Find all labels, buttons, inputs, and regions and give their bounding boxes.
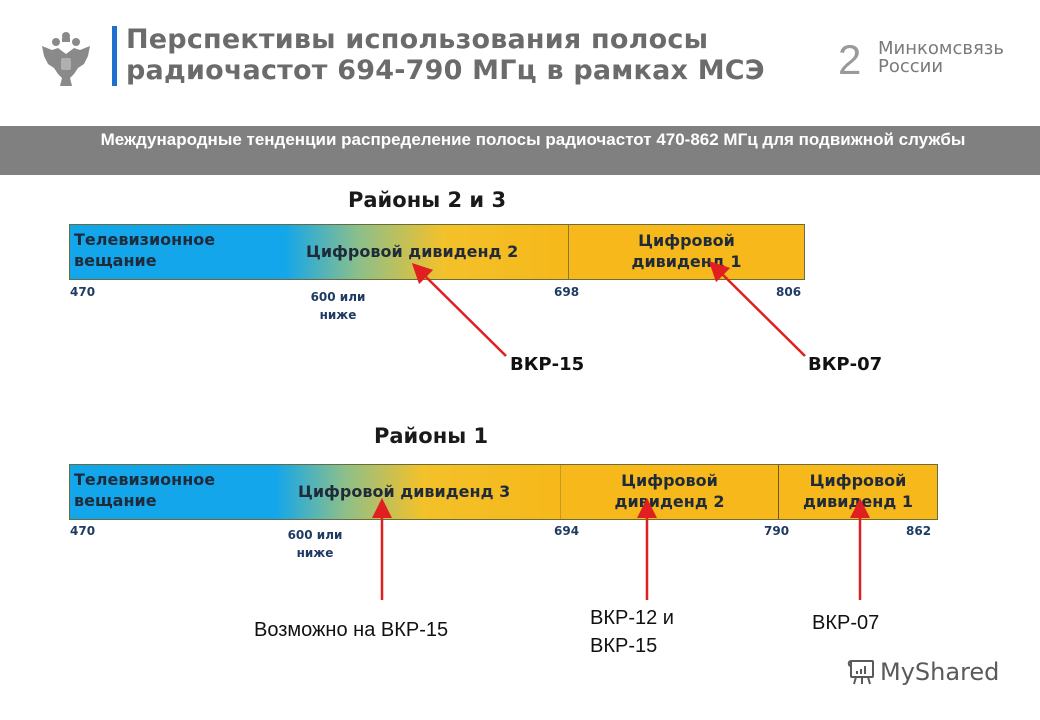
note-600-or-lower: 600 или ниже (300, 288, 376, 324)
note-line: ниже (296, 546, 334, 560)
segment-label: вещание (74, 251, 157, 270)
callout-wrc-15: ВКР-15 (510, 354, 585, 375)
segment-label: Цифровой дивиденд 2 (306, 242, 519, 261)
title-line-1: Перспективы использования полосы (126, 24, 709, 55)
slide-number: 2 (838, 36, 862, 83)
segment-label: вещание (74, 491, 157, 510)
segment-label: Цифровой дивиденд 3 (298, 482, 511, 501)
page-title: Перспективы использования полосы радиоча… (126, 24, 765, 86)
tick-862: 862 (906, 524, 932, 538)
callout-line: ВКР-12 и (590, 607, 674, 629)
segment-label: дивиденд 1 (631, 252, 742, 271)
segment-label: дивиденд 2 (614, 492, 725, 511)
ministry-line-2: России (878, 56, 944, 77)
segment-tv-broadcasting: Телевизионное вещание (74, 229, 274, 271)
callout-possible-wrc-15: Возможно на ВКР-15 (254, 619, 449, 641)
tick-790: 790 (764, 524, 790, 538)
tick-698: 698 (554, 285, 580, 299)
spectrum-bar-regions-2-3: Телевизионное вещание Цифровой дивиденд … (69, 224, 805, 280)
region-1-title: Районы 1 (374, 424, 489, 448)
watermark-text: MyShared (880, 658, 1000, 686)
segment-tv-broadcasting: Телевизионное вещание (74, 469, 274, 511)
note-line: 600 или (287, 528, 343, 542)
tick-470: 470 (70, 285, 96, 299)
segment-label: Телевизионное (74, 470, 216, 489)
tick-470: 470 (70, 524, 96, 538)
tick-806: 806 (776, 285, 802, 299)
title-accent-bar (112, 26, 117, 86)
callout-wrc-12-and-15: ВКР-12 и ВКР-15 (590, 604, 674, 660)
segment-digital-dividend-2: Цифровой дивиденд 2 (306, 241, 568, 262)
segment-label: дивиденд 1 (803, 492, 913, 511)
spectrum-bar-region-1: Телевизионное вещание Цифровой дивиденд … (69, 464, 938, 520)
ministry-logo-text: Минкомсвязь России (878, 40, 1004, 76)
segment-label: Цифровой (638, 231, 735, 250)
segment-digital-dividend-1: Цифровой дивиденд 1 (778, 465, 937, 519)
regions-2-3-title: Районы 2 и 3 (348, 188, 507, 212)
callout-wrc-07: ВКР-07 (812, 612, 880, 634)
segment-label: Цифровой (621, 471, 718, 490)
callout-wrc-07: ВКР-07 (808, 354, 883, 375)
segment-digital-dividend-1: Цифровой дивиденд 1 (568, 225, 804, 279)
note-line: 600 или (310, 290, 366, 304)
callout-line: ВКР-15 (590, 635, 658, 657)
arrow-wrc-07-top (708, 260, 806, 357)
banner-text: Международные тенденции распределение по… (100, 130, 966, 149)
presentation-board-icon (846, 657, 876, 687)
ministry-line-1: Минкомсвязь (878, 38, 1004, 59)
tick-694: 694 (554, 524, 580, 538)
segment-tv-gradient (70, 465, 560, 519)
segment-label: Телевизионное (74, 230, 216, 249)
segment-digital-dividend-3: Цифровой дивиденд 3 (298, 481, 560, 502)
double-headed-eagle-icon (38, 28, 94, 88)
segment-label: Цифровой (809, 471, 907, 490)
watermark: MyShared (846, 656, 999, 687)
note-600-or-lower: 600 или ниже (277, 526, 353, 562)
title-line-2: радиочастот 694-790 МГц в рамках МСЭ (126, 55, 765, 86)
arrow-wrc-15 (411, 262, 507, 357)
section-banner: Международные тенденции распределение по… (0, 126, 1040, 175)
segment-digital-dividend-2: Цифровой дивиденд 2 (560, 465, 778, 519)
note-line: ниже (319, 308, 357, 322)
